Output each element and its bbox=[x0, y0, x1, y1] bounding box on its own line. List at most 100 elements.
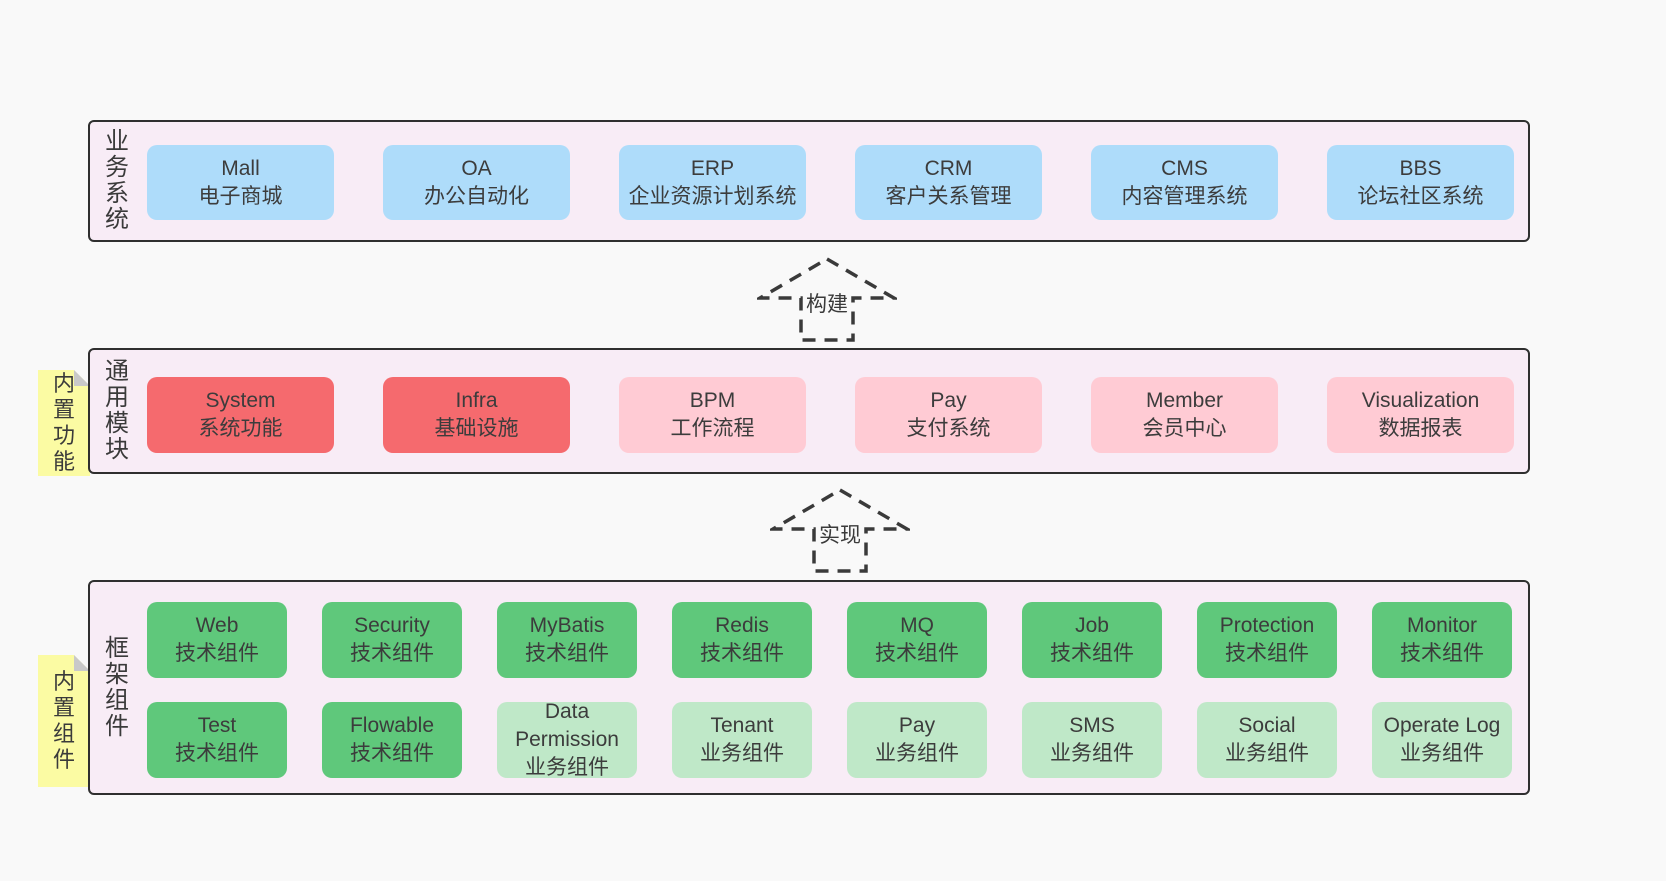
box-infra-cn: 基础设施 bbox=[434, 417, 519, 440]
build-arrow: 构建 bbox=[757, 256, 897, 344]
box-tenant: Tenant 业务组件 bbox=[672, 702, 812, 778]
box-mq: MQ 技术组件 bbox=[847, 602, 987, 678]
build-arrow-label: 构建 bbox=[803, 287, 851, 319]
implement-arrow-label: 实现 bbox=[816, 518, 864, 550]
box-data-permission-cn: 业务组件 bbox=[525, 756, 609, 779]
box-infra-en: Infra bbox=[455, 389, 498, 412]
implement-arrow: 实现 bbox=[770, 487, 910, 575]
framework-components-row-2: Test 技术组件 Flowable 技术组件 Data Permission … bbox=[147, 700, 1512, 779]
band-common-modules-label: 通用模块 bbox=[105, 358, 129, 463]
box-data-permission-en: Data Permission bbox=[515, 700, 619, 751]
box-pay-component-cn: 业务组件 bbox=[875, 742, 959, 765]
box-redis-en: Redis bbox=[715, 614, 769, 637]
box-protection: Protection 技术组件 bbox=[1197, 602, 1337, 678]
box-security-cn: 技术组件 bbox=[350, 642, 434, 665]
box-bbs: BBS 论坛社区系统 bbox=[1327, 145, 1514, 220]
box-job-en: Job bbox=[1075, 614, 1109, 637]
sticky-note-builtin-functions-label: 内置功能 bbox=[52, 371, 75, 474]
sticky-note-builtin-components-label: 内置组件 bbox=[52, 669, 75, 772]
box-social-en: Social bbox=[1238, 714, 1296, 737]
box-web: Web 技术组件 bbox=[147, 602, 287, 678]
box-infra: Infra 基础设施 bbox=[383, 377, 570, 453]
box-web-cn: 技术组件 bbox=[175, 642, 259, 665]
box-bbs-en: BBS bbox=[1399, 156, 1442, 180]
box-mall: Mall 电子商城 bbox=[147, 145, 334, 220]
box-flowable-cn: 技术组件 bbox=[350, 742, 434, 765]
business-systems-row: Mall 电子商城 OA 办公自动化 ERP 企业资源计划系统 CRM 客户关系… bbox=[147, 145, 1514, 220]
box-bpm-cn: 工作流程 bbox=[670, 417, 755, 440]
box-member-en: Member bbox=[1145, 389, 1224, 412]
box-mybatis-cn: 技术组件 bbox=[525, 642, 609, 665]
box-security: Security 技术组件 bbox=[322, 602, 462, 678]
band-business-systems: 业务系统 Mall 电子商城 OA 办公自动化 ERP 企业资源计划系统 CRM… bbox=[88, 120, 1530, 242]
box-mq-en: MQ bbox=[900, 614, 934, 637]
band-framework-components-label: 框架组件 bbox=[105, 634, 129, 740]
box-visualization-en: Visualization bbox=[1361, 389, 1480, 412]
box-sms: SMS 业务组件 bbox=[1022, 702, 1162, 778]
box-operate-log-en: Operate Log bbox=[1383, 714, 1501, 737]
box-monitor-en: Monitor bbox=[1406, 614, 1478, 637]
sticky-note-builtin-components: 内置组件 bbox=[38, 655, 90, 787]
dashed-up-arrow-icon bbox=[757, 256, 897, 342]
box-erp: ERP 企业资源计划系统 bbox=[619, 145, 806, 220]
box-visualization: Visualization 数据报表 bbox=[1327, 377, 1514, 453]
box-mq-cn: 技术组件 bbox=[875, 642, 959, 665]
box-mybatis-en: MyBatis bbox=[529, 614, 605, 637]
box-erp-cn: 企业资源计划系统 bbox=[628, 184, 797, 208]
box-test: Test 技术组件 bbox=[147, 702, 287, 778]
box-protection-cn: 技术组件 bbox=[1225, 642, 1309, 665]
box-oa: OA 办公自动化 bbox=[383, 145, 570, 220]
box-monitor-cn: 技术组件 bbox=[1400, 642, 1484, 665]
box-test-en: Test bbox=[197, 714, 237, 737]
band-business-systems-label: 业务系统 bbox=[105, 128, 129, 233]
box-job: Job 技术组件 bbox=[1022, 602, 1162, 678]
box-social: Social 业务组件 bbox=[1197, 702, 1337, 778]
box-mybatis: MyBatis 技术组件 bbox=[497, 602, 637, 678]
box-operate-log: Operate Log 业务组件 bbox=[1372, 702, 1512, 778]
box-crm-en: CRM bbox=[924, 156, 973, 180]
box-mall-en: Mall bbox=[221, 156, 260, 180]
box-monitor: Monitor 技术组件 bbox=[1372, 602, 1512, 678]
box-tenant-en: Tenant bbox=[710, 714, 774, 737]
box-mall-cn: 电子商城 bbox=[198, 184, 283, 208]
box-cms: CMS 内容管理系统 bbox=[1091, 145, 1278, 220]
dashed-up-arrow-icon bbox=[770, 487, 910, 573]
box-crm: CRM 客户关系管理 bbox=[855, 145, 1042, 220]
box-pay-module-cn: 支付系统 bbox=[906, 417, 991, 440]
common-modules-row: System 系统功能 Infra 基础设施 BPM 工作流程 Pay 支付系统… bbox=[147, 377, 1514, 453]
box-member: Member 会员中心 bbox=[1091, 377, 1278, 453]
box-system: System 系统功能 bbox=[147, 377, 334, 453]
box-flowable-en: Flowable bbox=[349, 714, 435, 737]
sticky-note-builtin-functions: 内置功能 bbox=[38, 370, 90, 476]
box-system-cn: 系统功能 bbox=[198, 417, 283, 440]
box-redis-cn: 技术组件 bbox=[700, 642, 784, 665]
box-pay-component: Pay 业务组件 bbox=[847, 702, 987, 778]
box-pay-component-en: Pay bbox=[898, 714, 936, 737]
box-pay-module-en: Pay bbox=[930, 389, 967, 412]
box-cms-cn: 内容管理系统 bbox=[1121, 184, 1248, 208]
box-operate-log-cn: 业务组件 bbox=[1400, 742, 1484, 765]
box-oa-cn: 办公自动化 bbox=[424, 184, 529, 208]
box-test-cn: 技术组件 bbox=[175, 742, 259, 765]
box-sms-en: SMS bbox=[1069, 714, 1115, 737]
box-pay-module: Pay 支付系统 bbox=[855, 377, 1042, 453]
band-common-modules: 通用模块 System 系统功能 Infra 基础设施 BPM 工作流程 Pay… bbox=[88, 348, 1530, 474]
box-redis: Redis 技术组件 bbox=[672, 602, 812, 678]
box-erp-en: ERP bbox=[690, 156, 735, 180]
box-social-cn: 业务组件 bbox=[1225, 742, 1309, 765]
box-oa-en: OA bbox=[461, 156, 492, 180]
box-protection-en: Protection bbox=[1219, 614, 1315, 637]
band-framework-components: 框架组件 Web 技术组件 Security 技术组件 MyBatis 技术组件… bbox=[88, 580, 1530, 795]
box-sms-cn: 业务组件 bbox=[1050, 742, 1134, 765]
box-bbs-cn: 论坛社区系统 bbox=[1357, 184, 1484, 208]
box-flowable: Flowable 技术组件 bbox=[322, 702, 462, 778]
box-data-permission: Data Permission 业务组件 bbox=[497, 700, 637, 779]
box-visualization-cn: 数据报表 bbox=[1378, 417, 1463, 440]
framework-components-row-1: Web 技术组件 Security 技术组件 MyBatis 技术组件 Redi… bbox=[147, 602, 1512, 678]
box-cms-en: CMS bbox=[1161, 156, 1208, 180]
box-job-cn: 技术组件 bbox=[1050, 642, 1134, 665]
box-member-cn: 会员中心 bbox=[1142, 417, 1227, 440]
box-bpm-en: BPM bbox=[689, 389, 736, 412]
box-bpm: BPM 工作流程 bbox=[619, 377, 806, 453]
